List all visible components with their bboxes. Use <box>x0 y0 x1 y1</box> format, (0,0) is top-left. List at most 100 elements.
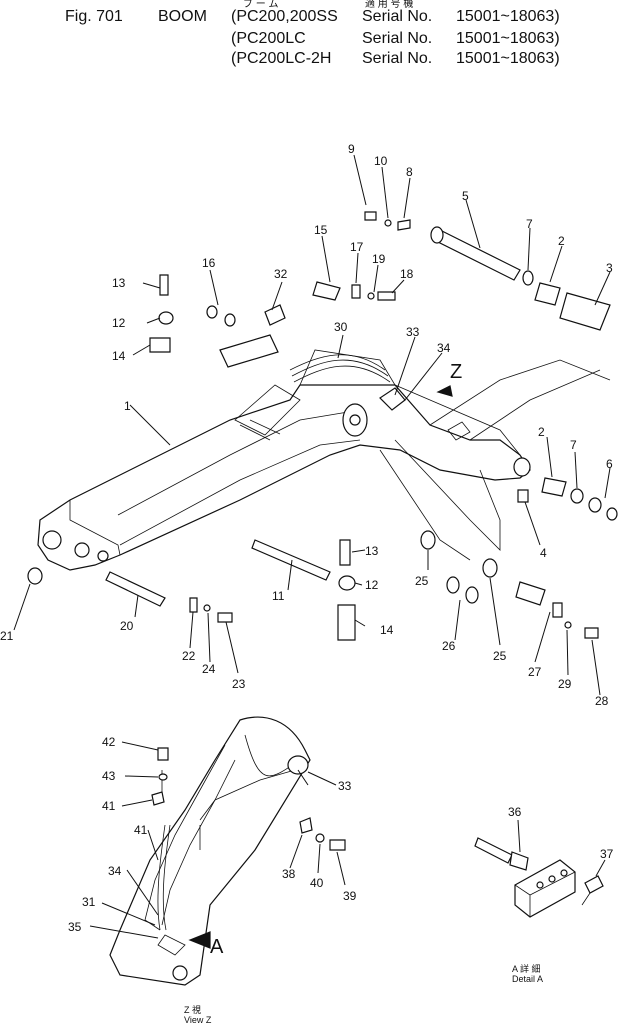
callout-20: 20 <box>120 619 134 633</box>
model-row-1: (PC200,200SS <box>231 8 338 25</box>
callout-32: 32 <box>274 267 288 281</box>
callout-37: 37 <box>600 847 614 861</box>
callout-15: 15 <box>314 223 328 237</box>
callout-8: 8 <box>406 165 413 179</box>
view-arrow-marker: A <box>210 936 224 958</box>
bracket-32 <box>264 304 286 326</box>
callout-7: 7 <box>526 217 533 231</box>
model-row-3: (PC200LC-2H <box>231 50 332 67</box>
callout-17: 17 <box>350 240 364 254</box>
shim-16a <box>206 305 218 319</box>
view-z-label: View Z <box>184 1015 212 1025</box>
serial-label-3: Serial No. <box>362 50 433 67</box>
callout-29: 29 <box>558 677 572 691</box>
callout-33: 33 <box>406 325 420 339</box>
callout-2: 2 <box>558 234 565 248</box>
shim-6a <box>588 497 602 513</box>
callout-25-upper: 25 <box>415 574 429 588</box>
callout-41-top: 41 <box>102 799 116 813</box>
shim-21 <box>27 567 43 585</box>
shim-6b <box>606 507 618 521</box>
view-z-leaders <box>89 741 346 939</box>
pin-25 <box>515 581 546 606</box>
callout-33-viewz: 33 <box>338 779 352 793</box>
detail-a-leaders <box>517 819 606 877</box>
callout-24: 24 <box>202 662 216 676</box>
serial-label-1: Serial No. <box>362 8 433 25</box>
nut-14-mid <box>337 604 356 641</box>
washer-24 <box>203 604 211 612</box>
callout-40: 40 <box>310 876 324 890</box>
model-row-2: (PC200LC <box>231 30 306 47</box>
serial-range: 15001~18063 <box>456 8 555 25</box>
callout-7-right: 7 <box>570 438 577 452</box>
ring-7-right <box>570 488 584 504</box>
jp-title: ブ ー ム <box>243 0 279 10</box>
washer-43 <box>158 773 168 781</box>
callout-42: 42 <box>102 735 116 749</box>
boss-25a <box>420 530 436 550</box>
callout-13: 13 <box>112 276 126 290</box>
view-z-drawing <box>109 716 311 986</box>
callout-10: 10 <box>374 154 388 168</box>
plate-22 <box>189 597 198 613</box>
callout-13-mid: 13 <box>365 544 379 558</box>
callout-26: 26 <box>442 639 456 653</box>
callout-14-mid: 14 <box>380 623 394 637</box>
plate-27 <box>552 602 563 618</box>
serial-range-2: 15001~18063) <box>456 30 560 47</box>
fig-title: BOOM <box>158 8 207 25</box>
serial-range: 15001~18063 <box>456 50 555 67</box>
callout-9: 9 <box>348 142 355 156</box>
detail-a-callouts: 36 37 <box>508 805 614 861</box>
bolt-42 <box>157 747 169 761</box>
direction-marker: Z <box>450 361 462 383</box>
bolt-13-mid <box>339 539 351 566</box>
callout-5: 5 <box>462 189 469 203</box>
washer-29 <box>564 621 572 629</box>
bolt-9 <box>364 211 377 221</box>
pin-11 <box>251 539 331 581</box>
callout-39: 39 <box>343 889 357 903</box>
view-z-callouts: 42 43 41 33 41 34 31 35 38 40 39 <box>68 735 357 934</box>
jp-applicable-label: 適 用 号 機 <box>365 0 414 10</box>
boom-structure <box>37 349 611 571</box>
bushing-2-top <box>534 282 561 306</box>
nut-14-top <box>149 337 171 353</box>
fitting-4 <box>517 489 529 503</box>
bushing-3 <box>559 292 611 331</box>
callout-1: 1 <box>124 399 131 413</box>
view-z-label-jp: Z 視 <box>184 1004 201 1015</box>
shim-26a <box>446 576 460 594</box>
pin-15 <box>312 281 341 301</box>
clamp-41-top <box>151 791 165 806</box>
main-view-callouts: 1 2 3 4 5 6 7 8 9 10 11 12 13 14 15 16 1… <box>0 142 613 708</box>
detail-a-drawing <box>474 837 604 918</box>
shim-16b <box>224 313 236 327</box>
pin-5 <box>430 226 521 281</box>
detail-a-label-jp: A 詳 細 <box>512 963 541 974</box>
callout-12: 12 <box>112 316 126 330</box>
callout-35: 35 <box>68 920 82 934</box>
callout-19: 19 <box>372 252 386 266</box>
boss-25b <box>482 558 498 578</box>
fig-label: Fig. 701 <box>65 8 123 25</box>
callout-43: 43 <box>102 769 116 783</box>
plate-38 <box>299 817 313 834</box>
pin-20 <box>105 571 166 607</box>
plate-8 <box>397 219 411 231</box>
callout-3: 3 <box>606 261 613 275</box>
callout-22: 22 <box>182 649 196 663</box>
bolt-23 <box>217 612 233 623</box>
callout-27: 27 <box>528 665 542 679</box>
callout-34-viewz: 34 <box>108 864 122 878</box>
washer-40 <box>315 833 325 843</box>
callout-4: 4 <box>540 546 547 560</box>
plate-17 <box>351 284 361 299</box>
direction-arrow-icon <box>436 385 453 397</box>
callout-2-right: 2 <box>538 425 545 439</box>
ring-7-top <box>522 270 534 286</box>
callout-31: 31 <box>82 895 96 909</box>
callout-11: 11 <box>272 589 285 603</box>
